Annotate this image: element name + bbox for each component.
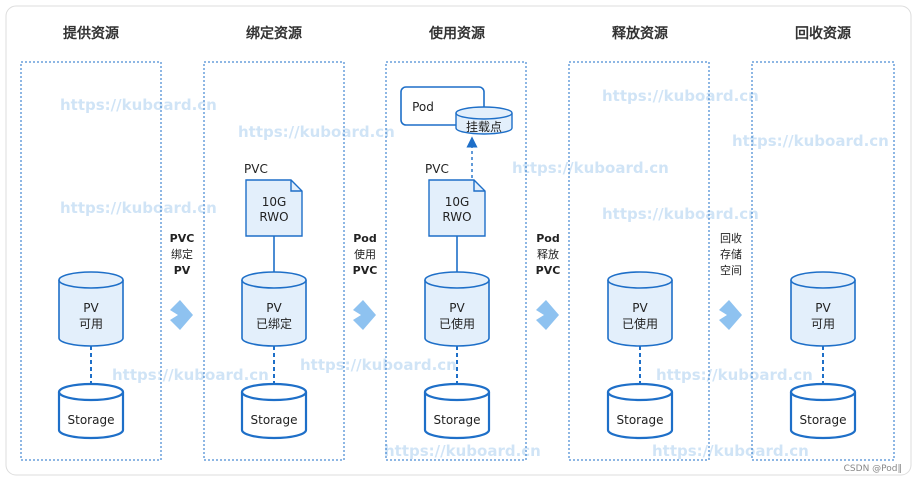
transition-line1: Pod: [536, 232, 560, 245]
pvc-document-icon: 10G RWO: [428, 179, 486, 237]
stage-bind: 绑定资源 PVC 10G RWO PV 已绑定 Storage: [203, 25, 345, 461]
arrow-right-icon: [353, 300, 376, 330]
mount-point-cylinder: 挂载点: [455, 106, 513, 135]
watermark: https://kuboard.cn: [384, 442, 541, 460]
watermark: https://kuboard.cn: [512, 159, 669, 177]
pod-label: Pod: [412, 100, 434, 114]
stage-use: 使用资源 Pod 挂载点 PVC 10G RWO PV 已使用: [385, 25, 527, 461]
pv-cylinder: PV 可用: [58, 271, 124, 347]
mount-label: 挂载点: [466, 120, 502, 134]
stage-title: 回收资源: [795, 25, 851, 42]
watermark: https://kuboard.cn: [112, 366, 269, 384]
pv-label: PV: [83, 301, 99, 315]
watermark: https://kuboard.cn: [656, 366, 813, 384]
watermark: https://kuboard.cn: [602, 87, 759, 105]
pv-label: PV: [449, 301, 465, 315]
storage-cylinder: Storage: [57, 382, 125, 440]
pv-cylinder: PV 已使用: [424, 271, 490, 347]
pvc-mode: RWO: [259, 210, 288, 224]
transition-line2: 存储: [720, 247, 742, 261]
stage-provide: 提供资源 PV 可用 Storage: [20, 25, 162, 461]
transition-line1: 回收: [720, 231, 742, 245]
stage-box: [203, 61, 345, 461]
pvc-label: PVC: [244, 162, 268, 176]
pv-cylinder: PV 已使用: [607, 271, 673, 347]
stage-reclaim: 回收资源 PV 可用 Storage: [751, 25, 895, 461]
stage-box: [20, 61, 162, 461]
transition-line2: 使用: [354, 248, 376, 261]
storage-cylinder: Storage: [606, 382, 674, 440]
outer-frame: [5, 5, 912, 476]
arrow-right-icon: [170, 300, 193, 330]
watermark: https://kuboard.cn: [602, 205, 759, 223]
storage-cylinder: Storage: [240, 382, 308, 440]
transition-line1: PVC: [170, 232, 195, 245]
stage-title: 提供资源: [63, 25, 119, 42]
pv-label: PV: [815, 301, 831, 315]
pv-status: 可用: [811, 317, 835, 331]
transition-release: Pod 释放 PVC: [536, 232, 561, 330]
transition-bind: PVC 绑定 PV: [170, 232, 195, 330]
stage-release: 释放资源 PV 已使用 Storage: [568, 25, 710, 461]
watermark: https://kuboard.cn: [300, 356, 457, 374]
pvc-mode: RWO: [442, 210, 471, 224]
footer-credit: CSDN @Pod‖: [844, 464, 902, 474]
transition-line2: 绑定: [171, 247, 193, 261]
stage-box: [385, 61, 527, 461]
storage-label: Storage: [68, 413, 115, 427]
transition-line2: 释放: [537, 247, 559, 261]
pvc-label: PVC: [425, 162, 449, 176]
transition-line1: Pod: [353, 232, 377, 245]
pv-cylinder: PV 已绑定: [241, 271, 307, 347]
stage-box: [751, 61, 895, 461]
transition-line3: PVC: [536, 264, 561, 277]
watermark: https://kuboard.cn: [60, 96, 217, 114]
storage-cylinder: Storage: [423, 382, 491, 440]
pvc-size: 10G: [445, 195, 470, 209]
arrow-right-icon: [536, 300, 559, 330]
storage-label: Storage: [800, 413, 847, 427]
transition-reclaim: 回收 存储 空间: [719, 231, 742, 330]
storage-label: Storage: [617, 413, 664, 427]
storage-label: Storage: [251, 413, 298, 427]
watermarks: https://kuboard.cn https://kuboard.cn ht…: [60, 87, 889, 460]
watermark: https://kuboard.cn: [238, 123, 395, 141]
pv-status: 已使用: [439, 316, 475, 331]
watermark: https://kuboard.cn: [732, 132, 889, 150]
transition-line3: 空间: [720, 263, 742, 277]
arrow-right-icon: [719, 300, 742, 330]
stage-title: 绑定资源: [246, 25, 302, 42]
pv-status: 已使用: [622, 316, 658, 331]
pv-label: PV: [632, 301, 648, 315]
pv-cylinder: PV 可用: [790, 271, 856, 347]
pvc-document-icon: 10G RWO: [245, 179, 303, 237]
transition-line3: PV: [174, 264, 191, 277]
transition-line3: PVC: [353, 264, 378, 277]
pv-status: 已绑定: [256, 316, 292, 331]
transition-use: Pod 使用 PVC: [353, 232, 378, 330]
watermark: https://kuboard.cn: [60, 199, 217, 217]
pv-status: 可用: [79, 317, 103, 331]
pv-label: PV: [266, 301, 282, 315]
stage-title: 使用资源: [428, 25, 485, 42]
storage-label: Storage: [434, 413, 481, 427]
storage-cylinder: Storage: [789, 382, 857, 440]
stage-title: 释放资源: [612, 25, 668, 42]
watermark: https://kuboard.cn: [652, 442, 809, 460]
stage-box: [568, 61, 710, 461]
pvc-size: 10G: [262, 195, 287, 209]
